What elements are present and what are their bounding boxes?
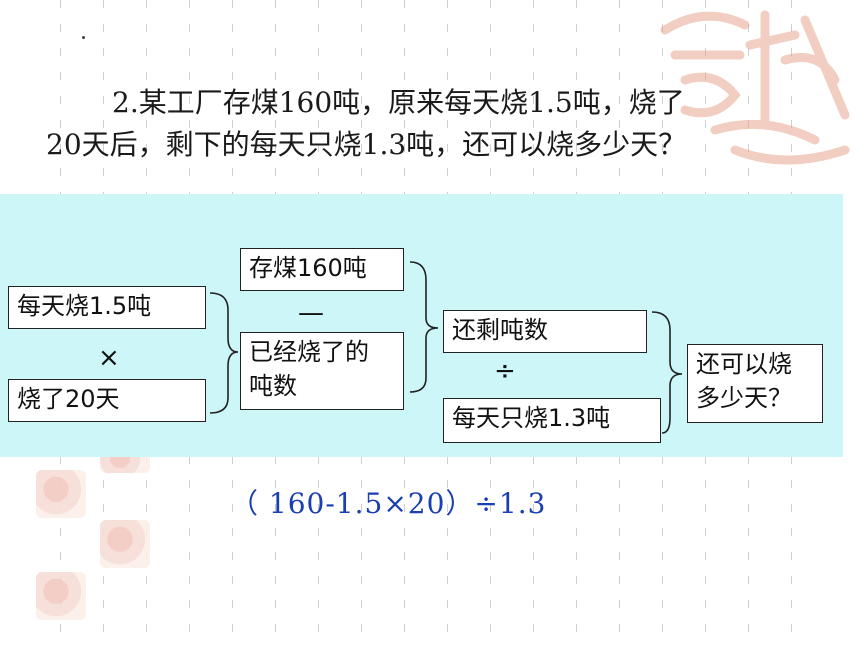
remaining-tons-box: 还剩吨数 (443, 310, 647, 353)
word-problem: 2.某工厂存煤160吨，原来每天烧1.5吨，烧了 20天后，剩下的每天只烧1.3… (46, 82, 816, 166)
burned-tons-label-2: 吨数 (249, 372, 297, 400)
daily-burn-label: 每天烧1.5吨 (17, 292, 152, 320)
new-daily-burn-box: 每天只烧1.3吨 (443, 398, 661, 443)
daily-burn-box: 每天烧1.5吨 (8, 286, 206, 329)
minus-operator: — (298, 298, 324, 328)
bracket-middle (409, 261, 439, 393)
burned-tons-box: 已经烧了的 吨数 (240, 332, 404, 410)
answer-days-label-2: 多少天？ (696, 384, 792, 412)
answer-days-label-1: 还可以烧 (696, 350, 792, 378)
question-line-2: 20天后，剩下的每天只烧1.3吨，还可以烧多少天？ (46, 128, 687, 161)
coal-stock-box: 存煤160吨 (240, 248, 404, 291)
auspicious-seal-logo (660, 10, 850, 165)
question-line-1: 2.某工厂存煤160吨，原来每天烧1.5吨，烧了 (112, 86, 685, 119)
small-seal-logo (100, 520, 150, 568)
burned-tons-label-1: 已经烧了的 (249, 338, 369, 366)
bracket-right (651, 311, 683, 434)
new-daily-burn-label: 每天只烧1.3吨 (452, 404, 611, 432)
remaining-tons-label: 还剩吨数 (452, 316, 548, 344)
small-seal-logo (36, 470, 86, 518)
multiply-operator: × (98, 343, 120, 373)
decorative-dot (82, 36, 85, 39)
divide-operator: ÷ (494, 356, 516, 386)
solution-formula: （ 160-1.5×20）÷1.3 (230, 487, 547, 520)
small-seal-logo (36, 572, 86, 620)
coal-stock-label: 存煤160吨 (249, 254, 367, 282)
bracket-left (209, 292, 239, 414)
days-burned-label: 烧了20天 (17, 385, 120, 413)
days-burned-box: 烧了20天 (8, 379, 206, 422)
answer-days-box: 还可以烧 多少天？ (687, 344, 823, 423)
